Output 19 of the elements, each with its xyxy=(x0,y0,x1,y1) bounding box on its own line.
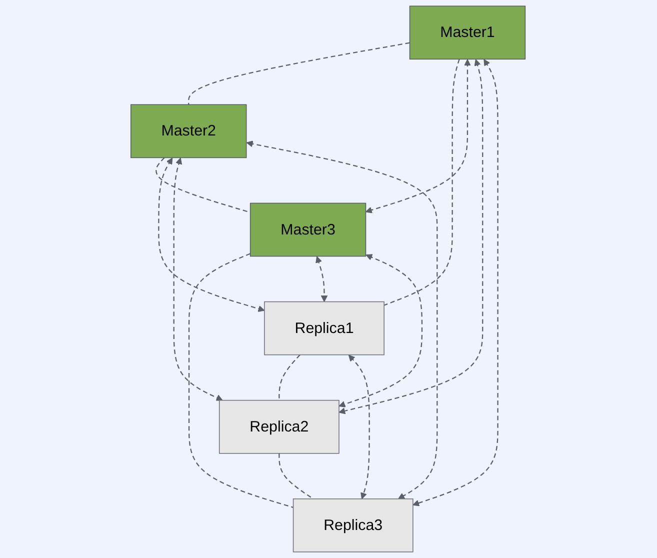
arrow xyxy=(174,158,224,401)
node-box: Master1 xyxy=(410,6,526,60)
node-box: Master2 xyxy=(130,104,248,158)
node-box: Replica1 xyxy=(264,301,385,356)
connector xyxy=(188,42,410,105)
connector xyxy=(384,58,460,306)
arrow xyxy=(316,256,328,302)
node-box: Master3 xyxy=(250,202,367,257)
node-box: Replica3 xyxy=(293,498,414,552)
connector xyxy=(279,354,301,400)
arrow xyxy=(158,158,266,312)
arrow xyxy=(348,354,370,500)
arrow xyxy=(413,59,499,506)
arrow xyxy=(366,59,472,214)
arrow xyxy=(246,140,438,500)
arrow xyxy=(339,254,423,408)
connector xyxy=(188,253,294,508)
node-box: Replica2 xyxy=(219,400,340,454)
arrow xyxy=(339,59,484,414)
